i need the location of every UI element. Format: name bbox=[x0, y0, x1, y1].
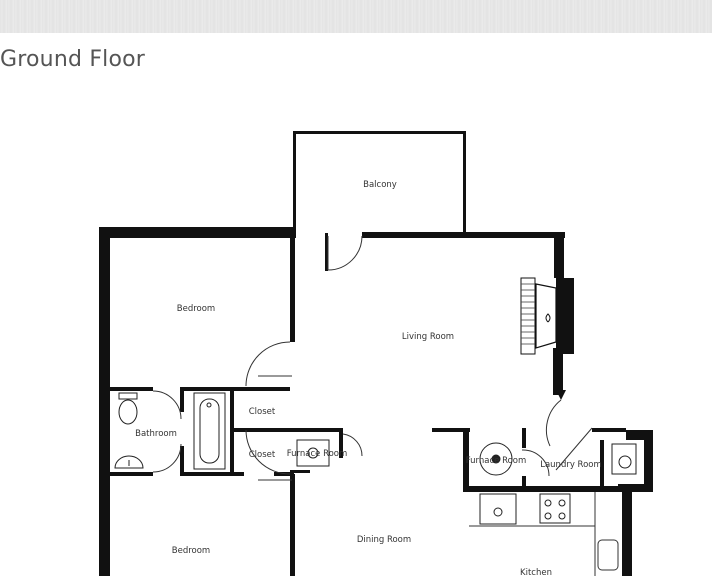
label-bathroom: Bathroom bbox=[135, 429, 177, 439]
stove-icon bbox=[539, 493, 571, 524]
label-furnace-room-closet: Furnace Room bbox=[287, 449, 348, 459]
label-closet-top: Closet bbox=[249, 407, 276, 417]
doors bbox=[152, 235, 593, 481]
label-balcony: Balcony bbox=[363, 180, 397, 190]
label-living-room: Living Room bbox=[402, 332, 454, 342]
header-band bbox=[0, 0, 712, 33]
label-furnace-room: Furnace Room bbox=[466, 456, 527, 466]
sink-icon bbox=[114, 455, 144, 469]
washer-icon bbox=[611, 443, 637, 475]
water-heater-icon bbox=[296, 439, 330, 467]
fireplace-icon bbox=[520, 277, 557, 355]
label-dining-room: Dining Room bbox=[357, 535, 411, 545]
kitchen-sink-icon bbox=[479, 493, 517, 525]
label-bedroom-bottom: Bedroom bbox=[172, 546, 210, 556]
furnace-icon bbox=[479, 442, 513, 476]
toilet-icon bbox=[118, 392, 138, 425]
walls bbox=[99, 131, 653, 576]
bathtub-icon bbox=[193, 392, 226, 470]
page-title: Ground Floor bbox=[0, 47, 146, 72]
label-kitchen: Kitchen bbox=[520, 568, 552, 576]
counter-lines bbox=[469, 492, 619, 576]
label-laundry-room: Laundry Room bbox=[540, 460, 602, 470]
label-closet-bottom: Closet bbox=[249, 450, 276, 460]
label-bedroom-top: Bedroom bbox=[177, 304, 215, 314]
